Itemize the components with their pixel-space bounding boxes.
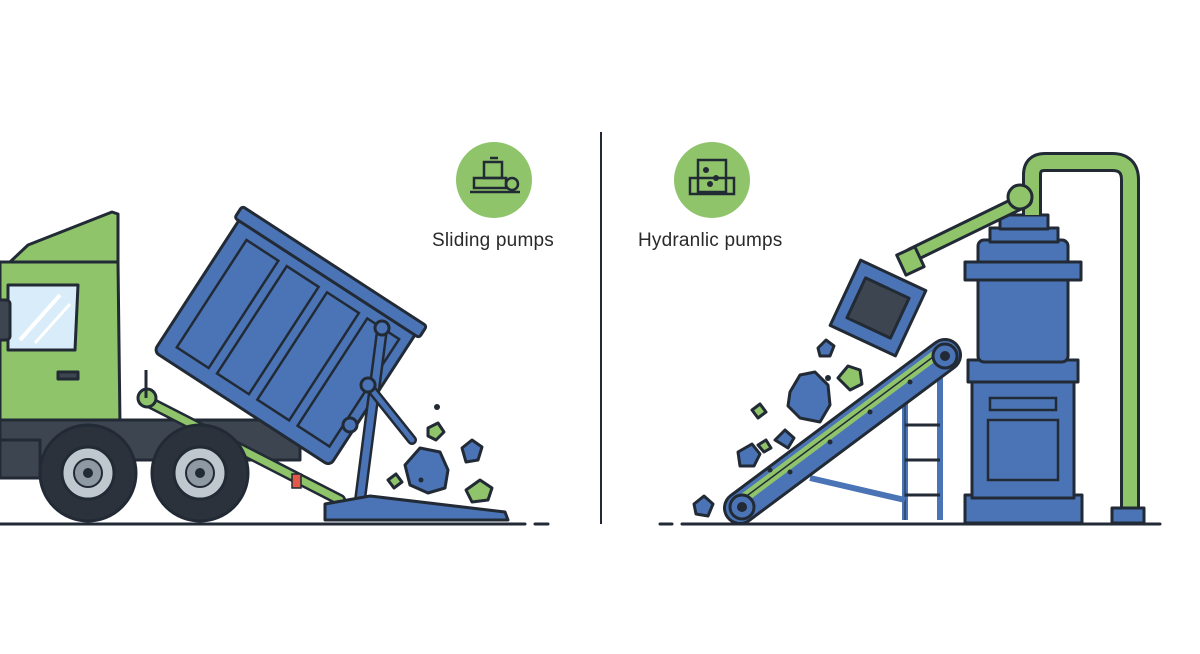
- front-wheel: [38, 423, 138, 523]
- sliding-pump-icon: [456, 142, 532, 218]
- tilted-container: [154, 205, 428, 466]
- cab-fairing: [8, 210, 120, 264]
- debris-right: [692, 338, 864, 518]
- hydraulic-pumps-label: Hydranlic pumps: [638, 230, 783, 251]
- cab-window: [6, 283, 80, 352]
- crusher-machine: [963, 213, 1084, 525]
- sliding-pumps-label: Sliding pumps: [432, 230, 554, 251]
- conveyor-belt: [723, 338, 962, 525]
- lift-arm: [341, 319, 417, 506]
- debris-left: [386, 404, 494, 504]
- rear-wheel: [150, 423, 250, 523]
- ground-ramp: [323, 494, 510, 522]
- garbage-truck: [0, 210, 346, 523]
- hydraulic-pipe: [1022, 152, 1146, 525]
- hydraulic-pump-icon: [674, 142, 750, 218]
- side-mirror: [0, 298, 12, 342]
- robotic-arm: [828, 183, 1034, 358]
